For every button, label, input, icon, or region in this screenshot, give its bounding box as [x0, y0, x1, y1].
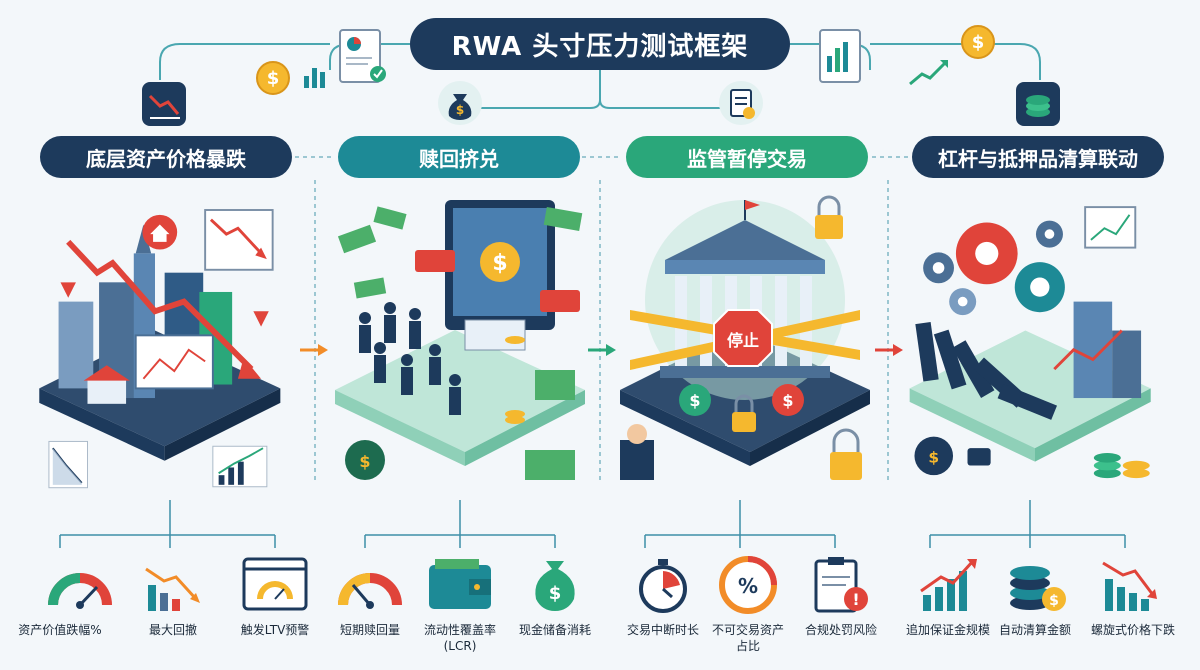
- decline-chart-icon: [145, 567, 200, 611]
- svg-text:$: $: [492, 251, 507, 276]
- page-title: RWA 头寸压力测试框架: [410, 18, 790, 70]
- money-bag-icon: $: [535, 561, 575, 611]
- metric-lcr: 流动性覆盖率 (LCR): [423, 623, 496, 653]
- svg-text:$: $: [689, 391, 700, 410]
- stage-leverage-liquidation: 杠杆与抵押品清算联动: [912, 136, 1164, 178]
- metric-spiral-decline: 螺旋式价格下跌: [1090, 623, 1175, 637]
- gauge-icon: [338, 573, 402, 609]
- asset-crash-illustration: [39, 209, 281, 489]
- svg-text:$: $: [1049, 593, 1059, 609]
- growth-chart-icon: [909, 60, 948, 86]
- svg-text:%: %: [738, 574, 758, 598]
- svg-text:$: $: [456, 103, 464, 117]
- clipboard-alert-icon: !: [814, 557, 868, 613]
- redemption-run-illustration: $ $: [335, 200, 585, 480]
- gauge-icon: [48, 573, 112, 609]
- metric-auto-liquidation: 自动清算金额: [998, 623, 1071, 637]
- svg-text:$: $: [782, 391, 793, 410]
- stop-sign-text: 停止: [727, 331, 759, 350]
- svg-text:$: $: [549, 583, 562, 604]
- report-document-icon: [339, 29, 386, 83]
- money-bag-icon: $: [438, 81, 482, 125]
- metric-max-drawdown: 最大回撤: [148, 623, 197, 637]
- metric-compliance-risk: 合规处罚风险: [804, 623, 877, 637]
- stage-asset-crash: 底层资产价格暴跌: [40, 136, 292, 178]
- percent-icon: %: [719, 556, 777, 614]
- falling-chart-icon: [1102, 561, 1157, 611]
- dollar-coin-icon: $: [256, 61, 290, 95]
- stage-redemption-run: 赎回挤兑: [338, 136, 580, 178]
- bar-chart-icon: [304, 68, 325, 88]
- coin-stack-icon: $: [1010, 566, 1066, 611]
- metric-margin-call: 追加保证金规模: [905, 623, 990, 637]
- metric-ltv-alert: 触发LTV预警: [240, 623, 310, 637]
- stopwatch-icon: [639, 559, 687, 613]
- stage-arrows: [300, 344, 903, 356]
- svg-text:$: $: [972, 32, 985, 53]
- metric-trading-interruption: 交易中断时长: [626, 623, 699, 637]
- wallet-icon: [429, 559, 491, 609]
- browser-gauge-icon: [242, 557, 308, 611]
- metric-asset-value-drop: 资产价值跌幅%: [18, 623, 102, 637]
- svg-text:!: !: [852, 590, 859, 609]
- coins-icon: [1016, 82, 1060, 126]
- leverage-liquidation-illustration: $: [909, 206, 1151, 479]
- trading-halt-illustration: 停止 $ $: [620, 195, 870, 480]
- metric-untradable-assets: 不可交易资产 占比: [711, 623, 784, 653]
- svg-text:$: $: [928, 449, 939, 467]
- svg-text:$: $: [359, 452, 370, 471]
- rising-chart-icon: [920, 559, 977, 611]
- declining-chart-icon: [142, 82, 186, 126]
- metric-short-term-redemption: 短期赎回量: [339, 623, 400, 637]
- chart-document-icon: [819, 29, 861, 83]
- checklist-icon: [719, 81, 763, 125]
- dollar-coin-icon: $: [961, 25, 995, 59]
- metric-cash-reserve: 现金储备消耗: [518, 623, 591, 637]
- stage-trading-halt: 监管暂停交易: [626, 136, 868, 178]
- svg-text:$: $: [267, 68, 280, 89]
